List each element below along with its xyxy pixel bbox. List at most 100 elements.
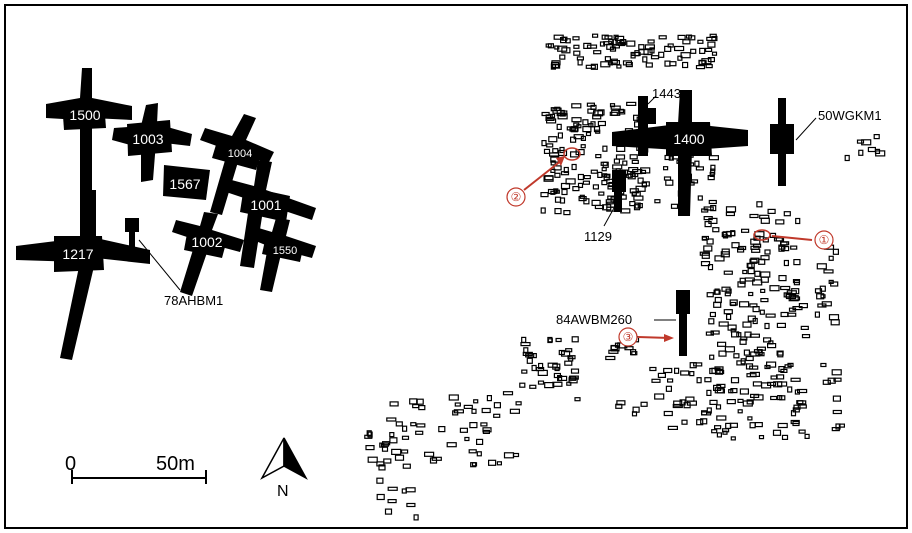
small-grave: [680, 167, 686, 173]
small-grave: [459, 427, 468, 433]
small-grave: [777, 395, 783, 401]
small-grave: [446, 442, 457, 448]
small-grave: [602, 145, 608, 152]
small-grave: [595, 129, 601, 134]
small-grave: [552, 381, 563, 387]
small-grave: [680, 52, 691, 59]
small-grave: [402, 463, 411, 469]
small-grave: [620, 208, 631, 214]
small-grave: [706, 389, 712, 396]
small-grave: [673, 400, 683, 407]
small-grave: [632, 114, 644, 121]
small-grave: [760, 276, 769, 283]
small-grave: [709, 354, 715, 360]
small-grave: [744, 331, 752, 338]
small-grave: [416, 398, 424, 405]
marker-2: ②: [506, 147, 581, 207]
small-grave: [670, 203, 679, 209]
small-grave: [714, 368, 724, 375]
small-grave: [658, 35, 667, 40]
marker-1: ①: [753, 229, 834, 250]
small-grave: [471, 408, 477, 414]
small-grave: [710, 168, 716, 175]
small-grave: [640, 401, 648, 407]
small-grave: [758, 258, 766, 265]
small-grave: [695, 166, 705, 171]
small-grave: [547, 338, 553, 343]
small-grave: [389, 401, 399, 407]
small-grave: [677, 190, 684, 197]
small-grave: [559, 146, 565, 154]
small-grave: [481, 407, 491, 414]
small-grave: [760, 271, 771, 278]
small-grave: [550, 190, 556, 195]
marker-2-label: ②: [511, 190, 522, 204]
small-grave: [764, 322, 770, 330]
small-grave: [563, 166, 569, 174]
small-grave: [737, 409, 743, 414]
small-grave: [387, 486, 398, 491]
small-grave: [647, 39, 655, 44]
small-grave: [714, 288, 720, 295]
small-grave: [565, 348, 573, 353]
small-grave: [672, 403, 683, 409]
small-grave: [546, 143, 554, 148]
small-grave: [707, 41, 716, 48]
small-grave: [787, 312, 797, 317]
small-grave: [549, 113, 556, 119]
small-grave: [743, 349, 751, 356]
small-grave: [583, 175, 591, 180]
small-grave: [537, 380, 545, 385]
small-grave: [671, 153, 681, 160]
small-grave: [550, 107, 557, 112]
small-grave: [561, 188, 568, 196]
small-grave: [737, 281, 746, 288]
small-grave: [792, 407, 800, 413]
small-grave: [554, 172, 561, 178]
small-grave: [766, 381, 777, 386]
small-grave: [772, 429, 782, 436]
small-grave: [591, 33, 599, 38]
small-grave: [833, 377, 842, 382]
small-grave: [700, 411, 712, 416]
small-grave: [790, 419, 800, 425]
small-grave: [664, 154, 671, 161]
small-grave: [592, 110, 604, 117]
small-grave: [682, 39, 691, 45]
small-grave: [681, 419, 688, 425]
small-grave: [706, 407, 712, 414]
small-grave: [604, 56, 612, 62]
small-grave: [615, 154, 626, 160]
small-grave: [638, 130, 644, 137]
small-grave: [666, 378, 674, 383]
small-grave: [387, 499, 397, 504]
small-grave: [816, 263, 827, 270]
small-grave: [415, 430, 424, 435]
small-grave: [476, 451, 482, 457]
small-grave: [604, 173, 611, 178]
small-grave: [686, 400, 698, 406]
small-grave: [608, 349, 619, 354]
small-grave: [716, 432, 723, 438]
small-grave: [367, 431, 373, 438]
small-grave: [609, 103, 616, 108]
small-grave: [747, 315, 756, 322]
small-grave: [519, 382, 526, 388]
small-grave: [605, 355, 616, 361]
small-grave: [401, 449, 409, 454]
small-grave: [394, 454, 405, 461]
small-grave: [706, 238, 714, 245]
small-grave: [486, 395, 492, 402]
small-grave: [381, 446, 389, 452]
small-grave: [783, 211, 791, 217]
small-grave: [730, 328, 736, 333]
small-grave: [552, 363, 561, 370]
small-grave: [711, 429, 718, 434]
small-grave: [431, 456, 442, 461]
small-grave: [629, 154, 638, 160]
small-grave: [545, 43, 552, 48]
small-grave: [800, 325, 809, 330]
small-grave: [794, 389, 801, 395]
small-grave: [577, 173, 585, 181]
tomb-1002: 1002: [172, 212, 244, 296]
